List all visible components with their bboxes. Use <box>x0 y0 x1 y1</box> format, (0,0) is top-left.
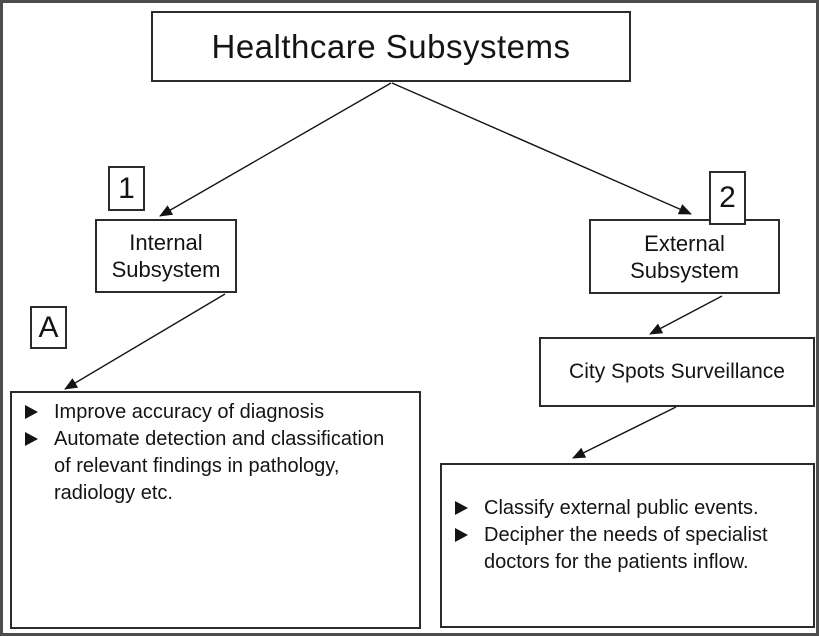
arrow-external-to-surveillance <box>649 295 723 335</box>
list-item: Classify external public events. <box>455 495 805 522</box>
list-item: Improve accuracy of diagnosis <box>25 399 411 426</box>
internal-subsystem-line2: Subsystem <box>111 257 221 282</box>
list-item: Automate detection and classification of… <box>25 426 411 507</box>
external-bullet-2: Decipher the needs of specialist doctors… <box>484 524 768 573</box>
external-subsystem-line1: External <box>644 230 725 256</box>
bullet-triangle-icon <box>455 501 468 515</box>
city-spots-surveillance-text: City Spots Surveillance <box>569 360 785 383</box>
label-2-box: 2 <box>709 171 746 225</box>
external-details-box: Classify external public events. Deciphe… <box>440 463 815 628</box>
bullet-triangle-icon <box>25 432 38 446</box>
label-1-box: 1 <box>108 166 145 211</box>
bullet-triangle-icon <box>25 405 38 419</box>
external-subsystem-line2: Subsystem <box>630 257 739 283</box>
external-bullet-1: Classify external public events. <box>484 497 759 519</box>
title-text: Healthcare Subsystems <box>211 27 571 65</box>
external-subsystem-box: External Subsystem <box>589 219 780 294</box>
list-item: Decipher the needs of specialist doctors… <box>455 522 805 576</box>
internal-subsystem-line1: Internal <box>129 230 203 255</box>
city-spots-surveillance-box: City Spots Surveillance <box>539 337 815 407</box>
arrow-title-to-external <box>391 82 692 215</box>
label-a-box: A <box>30 306 67 349</box>
label-1-text: 1 <box>118 171 135 205</box>
internal-bullet-2: Automate detection and classification of… <box>54 428 385 504</box>
title-box: Healthcare Subsystems <box>151 11 631 82</box>
internal-details-box: Improve accuracy of diagnosis Automate d… <box>10 391 421 629</box>
arrow-surveillance-to-details <box>572 406 677 459</box>
connector-arrows <box>64 82 723 459</box>
internal-subsystem-box: Internal Subsystem <box>95 219 237 293</box>
arrow-internal-to-details <box>64 293 226 390</box>
label-a-text: A <box>38 310 59 344</box>
internal-bullet-1: Improve accuracy of diagnosis <box>54 401 325 423</box>
label-2-text: 2 <box>719 181 736 214</box>
arrow-title-to-internal <box>159 82 392 217</box>
bullet-triangle-icon <box>455 528 468 542</box>
